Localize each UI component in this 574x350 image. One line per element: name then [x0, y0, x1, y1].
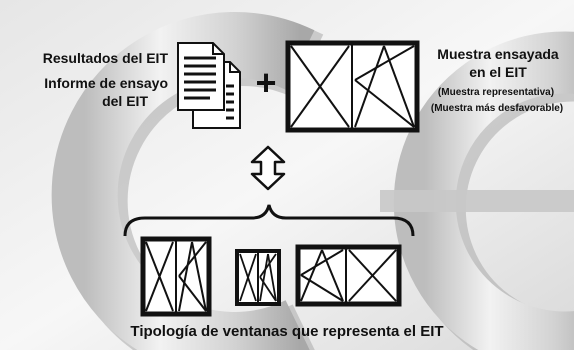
- sample-line-1: Muestra ensayada: [437, 46, 559, 62]
- results-title: Resultados del EIT: [42, 50, 168, 66]
- report-line-2: del EIT: [102, 93, 148, 109]
- sample-note-1: (Muestra representativa): [437, 87, 555, 98]
- window-typology-2: [235, 249, 281, 306]
- sample-line-2: en el EIT: [469, 64, 527, 80]
- plus-sign: +: [255, 62, 276, 103]
- document-stack-icon: [177, 42, 241, 129]
- curly-brace-icon: [123, 204, 415, 237]
- tested-sample-window: [285, 40, 420, 133]
- caption: Tipología de ventanas que representa el …: [130, 323, 444, 340]
- ce-watermark-e: [380, 31, 574, 350]
- window-typology-3: [295, 244, 402, 307]
- report-line-1: Informe de ensayo: [44, 75, 168, 91]
- double-arrow-up-down-icon: [250, 145, 286, 191]
- sample-note-2: (Muestra más desfavorable): [430, 103, 564, 114]
- window-typology-1: [140, 236, 212, 317]
